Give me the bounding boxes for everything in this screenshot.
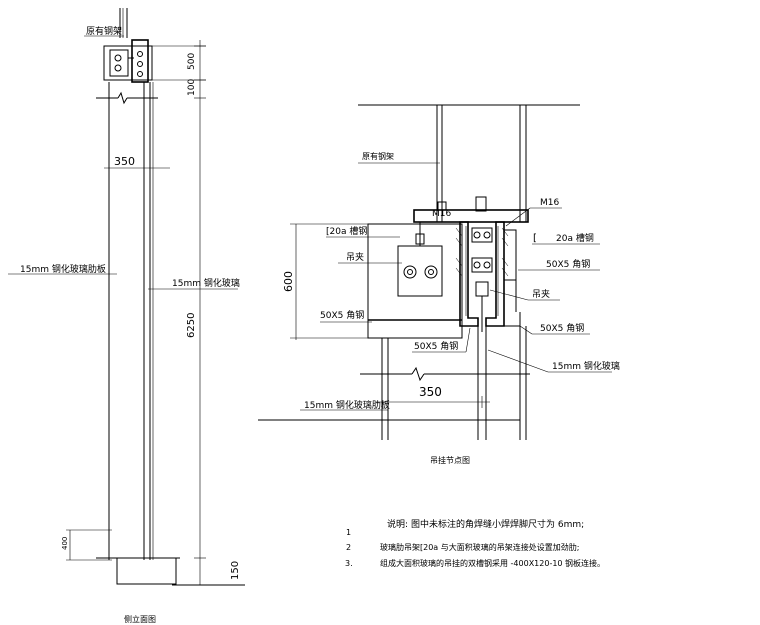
- side-dim-100: 100: [187, 79, 197, 96]
- node-label-m16-left: M16: [432, 209, 451, 219]
- side-label-steel-frame: 原有钢架: [86, 25, 122, 37]
- node-channel-symbol: [: [533, 233, 537, 244]
- node-label-angle-3: 50X5 角钢: [540, 322, 584, 334]
- node-caption: 吊挂节点图: [430, 455, 470, 465]
- side-caption: 侧立面图: [124, 614, 156, 624]
- side-label-glass-fin: 15mm 钢化玻璃肋板: [20, 263, 106, 275]
- side-dim-6250: 6250: [186, 313, 197, 338]
- notes-item-1-num: 1: [346, 528, 351, 537]
- node-left-box: [367, 223, 463, 339]
- notes-item-2-text: 玻璃肋吊架[20a 与大面积玻璃的吊架连接处设置加劲肋;: [380, 542, 579, 552]
- notes-item-2-num: 2: [346, 543, 351, 552]
- node-label-angle-4: 50X5 角钢: [414, 340, 458, 352]
- node-label-clamp-right: 吊夹: [532, 288, 550, 300]
- node-detail: 原有钢架 M16 M16 [20a 槽钢 20a 槽钢 [ 吊夹 吊夹 50X5…: [258, 104, 620, 465]
- node-dim-600: 600: [282, 271, 295, 292]
- node-label-steel-frame: 原有钢架: [362, 151, 394, 161]
- side-elevation: 原有钢架 15mm 钢化玻璃肋板 15mm 钢化玻璃 350 500 100 6…: [8, 8, 245, 624]
- node-label-channel-left: [20a 槽钢: [326, 225, 367, 237]
- node-label-glass-fin: 15mm 钢化玻璃肋板: [304, 399, 390, 411]
- notes-intro: 图中未标注的角焊缝小焊焊脚尺寸为 6mm;: [411, 518, 584, 530]
- notes-title: 说明:: [387, 518, 408, 530]
- side-dim-400: 400: [61, 537, 69, 550]
- side-hanger-box: [103, 45, 153, 81]
- notes-item-3-num: 3.: [345, 559, 353, 568]
- side-dim-350: 350: [114, 155, 135, 168]
- notes: 说明: 图中未标注的角焊缝小焊焊脚尺寸为 6mm; 1 2 玻璃肋吊架[20a …: [345, 518, 605, 568]
- side-label-glass: 15mm 钢化玻璃: [172, 277, 240, 289]
- notes-item-3-text: 组成大面积玻璃的吊挂的双槽钢采用 -400X120-10 钢板连接。: [380, 558, 605, 568]
- node-label-clamp-left: 吊夹: [346, 251, 364, 263]
- node-clamp-block: [397, 245, 443, 297]
- node-label-channel-right: 20a 槽钢: [556, 232, 594, 244]
- node-label-m16-right: M16: [540, 198, 559, 208]
- node-dim-350: 350: [419, 385, 442, 399]
- node-label-glass: 15mm 钢化玻璃: [552, 360, 620, 372]
- side-base: [116, 557, 177, 585]
- node-label-angle-2: 50X5 角钢: [320, 309, 364, 321]
- side-dim-500: 500: [187, 53, 197, 70]
- side-dim-150: 150: [230, 561, 241, 580]
- node-label-angle-1: 50X5 角钢: [546, 258, 590, 270]
